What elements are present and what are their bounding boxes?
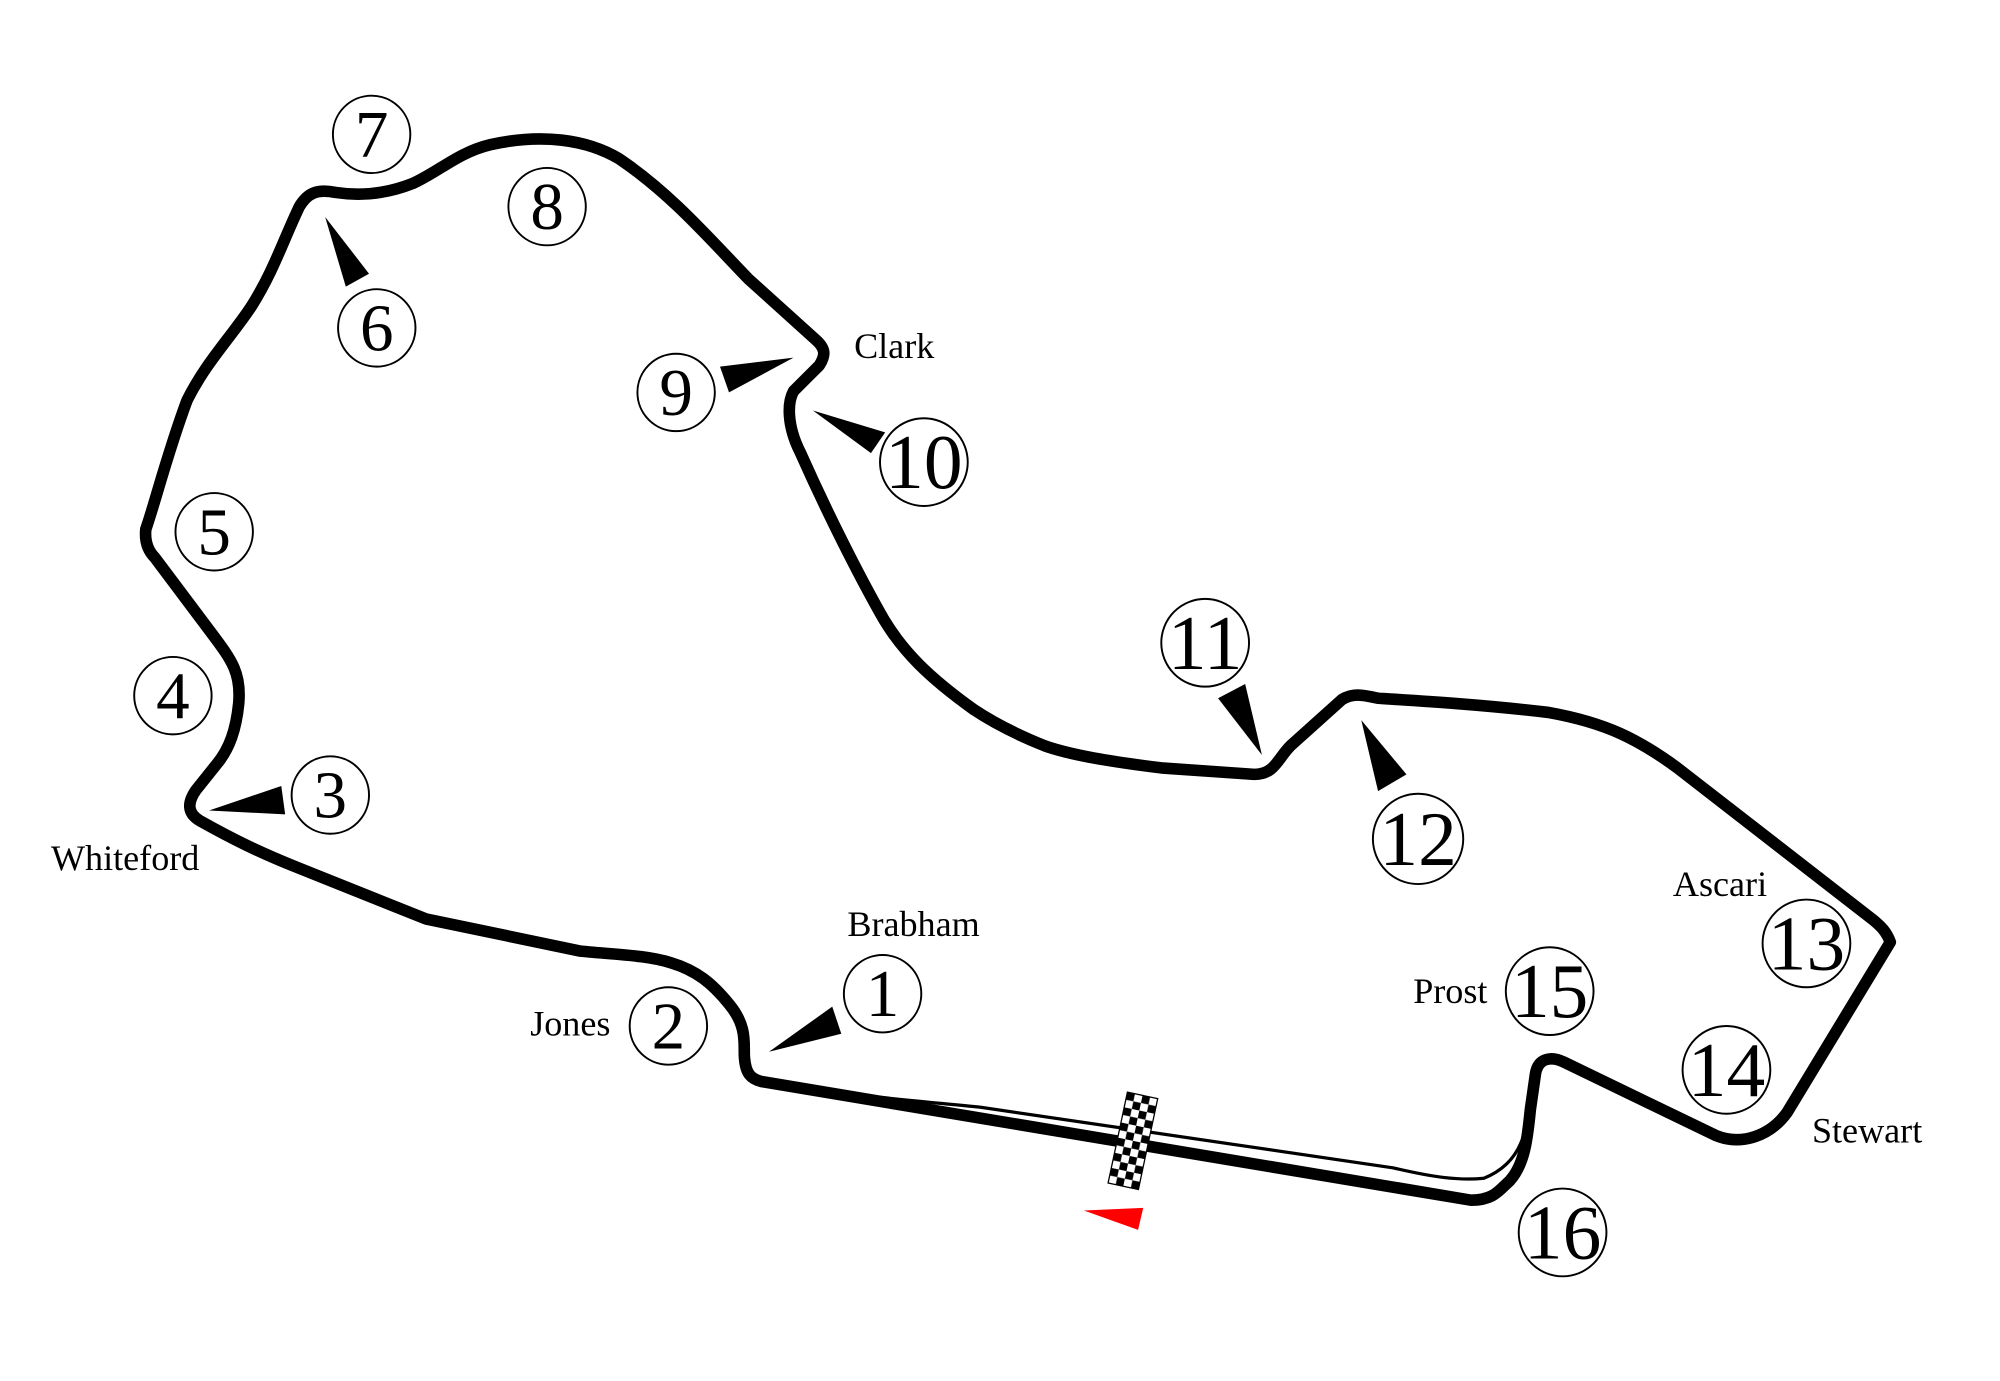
arrow-turn-11-icon <box>1218 684 1262 756</box>
corner-name-jones: Jones <box>530 1003 610 1043</box>
turn-number: 8 <box>530 169 564 244</box>
corner-name-stewart: Stewart <box>1812 1111 1922 1151</box>
track-outline <box>139 133 1897 1206</box>
turn-marker-15: 15 <box>1504 946 1595 1036</box>
turn-marker-14: 14 <box>1681 1025 1772 1115</box>
turn-number: 14 <box>1688 1027 1765 1113</box>
turn-number: 9 <box>659 355 693 430</box>
turn-marker-5: 5 <box>174 492 254 572</box>
turn-marker-8: 8 <box>507 166 587 247</box>
turn-marker-11: 11 <box>1160 597 1250 688</box>
corner-name-ascari: Ascari <box>1673 864 1767 904</box>
turn-marker-3: 3 <box>290 755 370 835</box>
turn-number: 1 <box>866 956 900 1031</box>
turn-number: 4 <box>156 658 190 733</box>
turn-marker-12: 12 <box>1371 792 1465 886</box>
turn-number: 16 <box>1524 1189 1601 1275</box>
turn-marker-6: 6 <box>337 288 417 368</box>
turn-marker-13: 13 <box>1761 898 1852 989</box>
turn-marker-9: 9 <box>636 352 716 433</box>
start-direction-arrow-icon <box>1083 1207 1144 1230</box>
corner-name-brabham: Brabham <box>847 904 979 944</box>
turn-marker-7: 7 <box>331 94 412 175</box>
arrow-turn-6-icon <box>325 216 370 287</box>
turn-number: 7 <box>355 97 389 172</box>
turn-number: 12 <box>1379 796 1456 882</box>
corner-name-clark: Clark <box>854 326 935 366</box>
arrow-turn-9-icon <box>720 357 794 393</box>
turn-marker-16: 16 <box>1517 1187 1608 1278</box>
corner-name-whiteford: Whiteford <box>51 838 199 878</box>
arrow-turn-12-icon <box>1361 720 1407 792</box>
turn-marker-1: 1 <box>842 954 923 1034</box>
turn-number: 10 <box>885 419 962 505</box>
turn-marker-10: 10 <box>879 417 969 507</box>
turn-number: 5 <box>197 494 231 569</box>
turn-number: 3 <box>314 758 348 833</box>
turn-marker-2: 2 <box>628 986 709 1066</box>
arrow-turn-10-icon <box>812 410 886 454</box>
turn-number: 11 <box>1168 600 1243 686</box>
start-finish-line <box>1107 1091 1159 1191</box>
arrow-turn-3-icon <box>209 785 286 815</box>
turn-number: 2 <box>652 988 686 1063</box>
turn-marker-4: 4 <box>133 655 213 736</box>
turn-number: 15 <box>1511 948 1588 1034</box>
arrow-turn-1-icon <box>769 1006 842 1052</box>
turn-number: 13 <box>1768 900 1845 986</box>
corner-name-prost: Prost <box>1413 971 1487 1011</box>
turn-number: 6 <box>360 290 394 365</box>
